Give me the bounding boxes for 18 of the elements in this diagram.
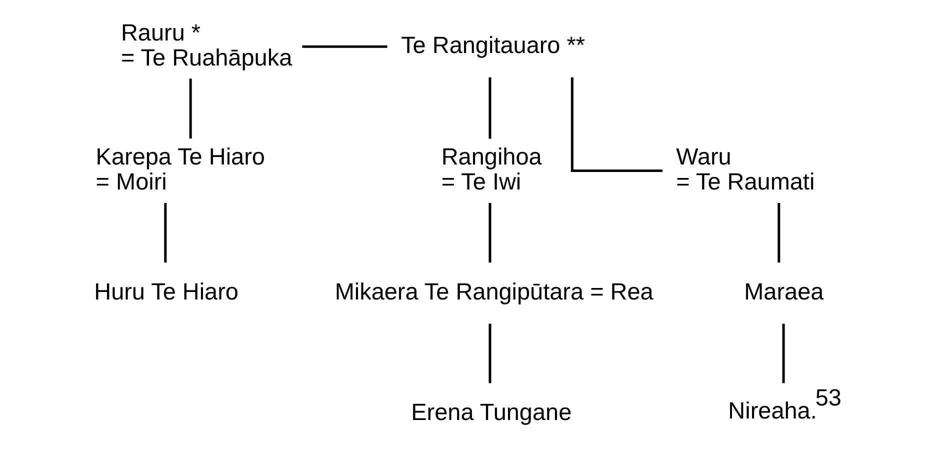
node-text: Te Rangitauaro **: [401, 32, 586, 58]
connector: [302, 45, 388, 48]
node-text: Rauru * = Te Ruahāpuka: [120, 19, 292, 70]
connector: [189, 78, 192, 138]
node-text: Waru = Te Raumati: [676, 143, 815, 195]
connector: [488, 202, 492, 263]
node-text: Erena Tungane: [411, 399, 572, 426]
connector: [488, 77, 492, 139]
node-text: Huru Te Hiaro: [94, 278, 238, 304]
connector: [778, 202, 780, 263]
node-text: Mikaera Te Rangipūtara = Rea: [334, 278, 654, 304]
node-text: Karepa Te Hiaro = Moiri: [96, 143, 265, 195]
connector: [488, 324, 492, 384]
node-text: Rangihoa = Te Iwi: [441, 143, 542, 195]
node-text: Maraea: [744, 278, 824, 304]
connector: [570, 77, 663, 172]
connector: [164, 202, 167, 263]
connector: [782, 324, 785, 384]
